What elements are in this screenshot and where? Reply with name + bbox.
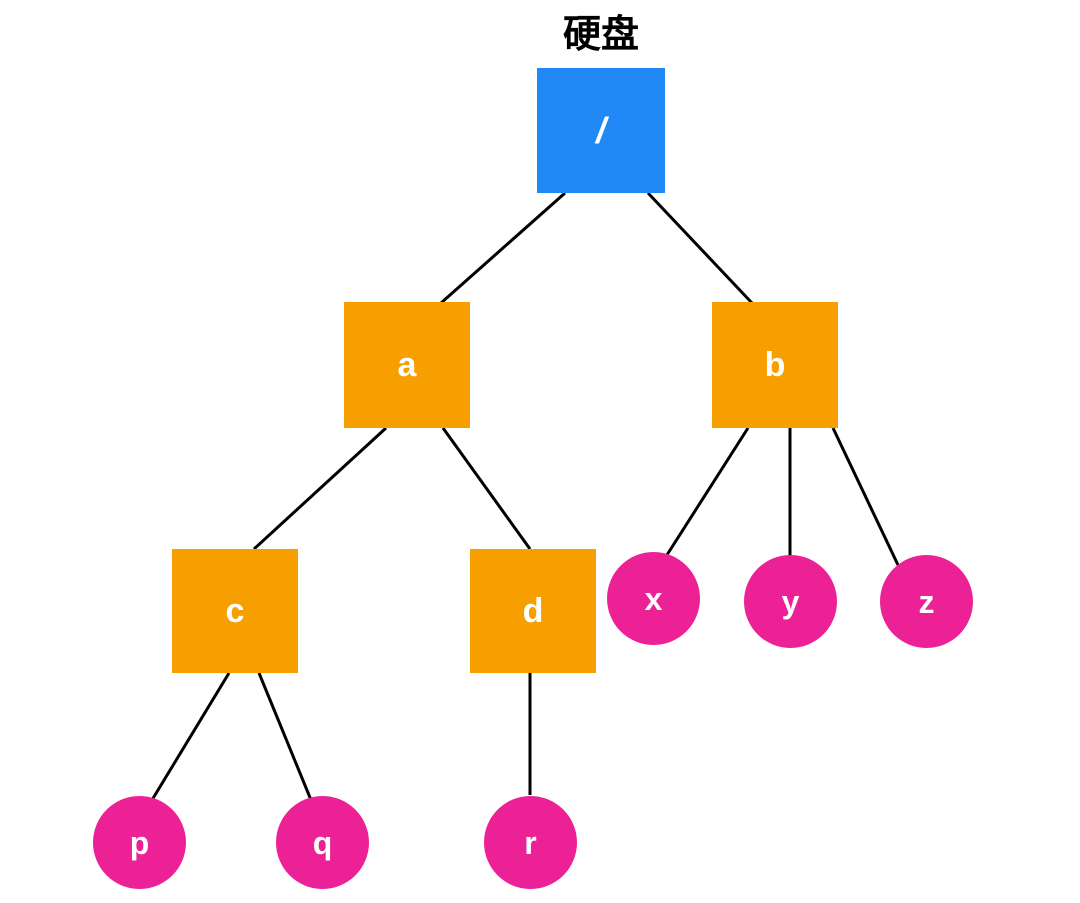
edge-a-c — [252, 426, 388, 551]
edge-a-d — [441, 427, 532, 550]
edge-b-x — [663, 427, 750, 559]
node-root[interactable]: / — [537, 68, 665, 193]
node-label-d: d — [522, 592, 544, 630]
node-label-c: c — [225, 592, 245, 630]
node-label-y: y — [781, 583, 800, 620]
edge-root-a — [440, 191, 566, 305]
node-a[interactable]: a — [344, 302, 470, 428]
edge-b-z — [831, 427, 900, 566]
node-y[interactable]: y — [744, 555, 837, 648]
node-label-x: x — [644, 580, 663, 617]
node-label-a: a — [397, 346, 417, 384]
node-d[interactable]: d — [470, 549, 596, 673]
edge-root-b — [646, 191, 754, 305]
node-b[interactable]: b — [712, 302, 838, 428]
node-label-q: q — [312, 824, 333, 861]
node-label-root: / — [595, 109, 606, 151]
node-c[interactable]: c — [172, 549, 298, 673]
node-label-r: r — [524, 824, 537, 861]
node-r[interactable]: r — [484, 796, 577, 889]
node-p[interactable]: p — [93, 796, 186, 889]
node-x[interactable]: x — [607, 552, 700, 645]
node-label-z: z — [918, 583, 935, 620]
node-q[interactable]: q — [276, 796, 369, 889]
edge-c-q — [257, 672, 313, 801]
edge-c-p — [150, 672, 231, 801]
node-label-b: b — [764, 346, 786, 384]
node-z[interactable]: z — [880, 555, 973, 648]
node-label-p: p — [129, 824, 150, 861]
diagram-title: 硬盘 — [562, 14, 639, 56]
